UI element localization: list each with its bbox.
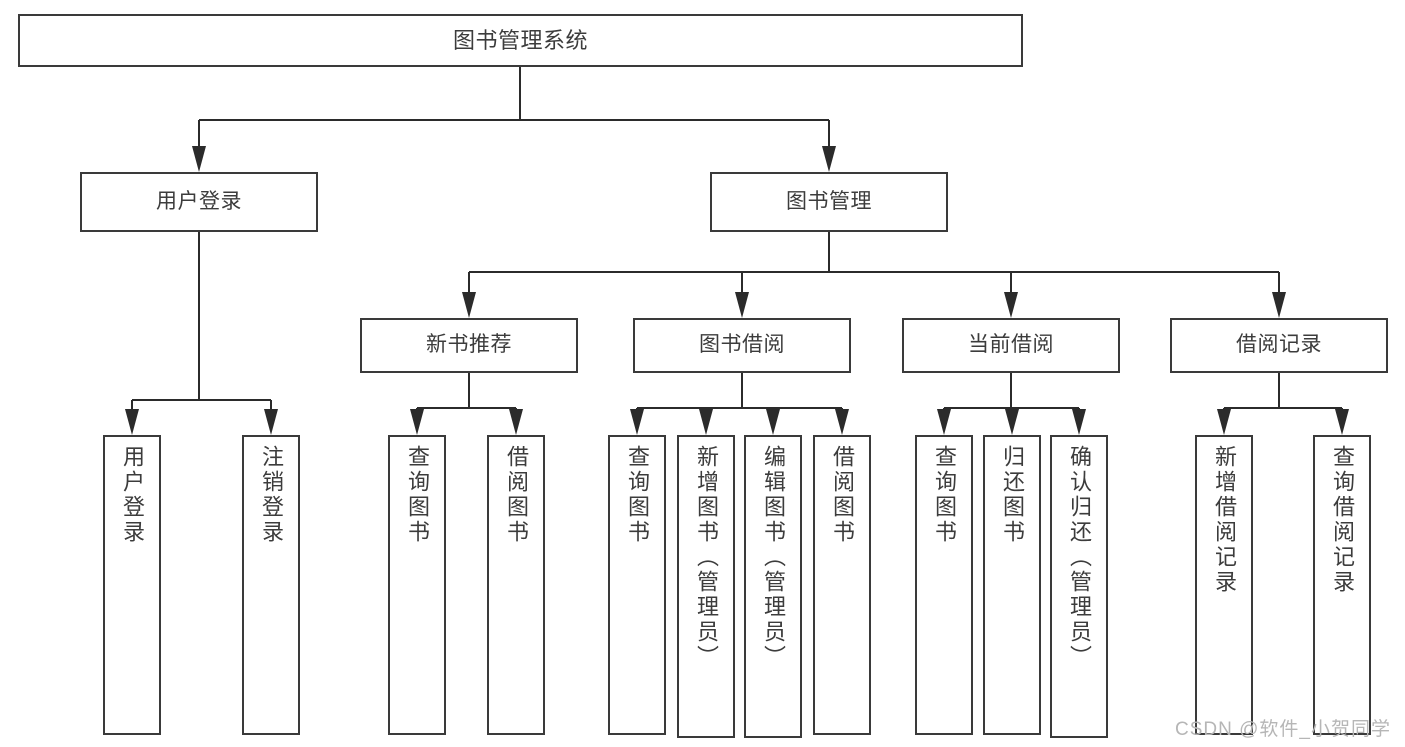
leaf-edit-book-label: 编辑图书（管理员）	[761, 445, 786, 670]
leaf-add-book-label: 新增图书（管理员）	[694, 445, 719, 670]
leaf-user-login-label: 用户登录	[120, 445, 145, 545]
node-book-borrow-label: 图书借阅	[699, 333, 785, 357]
leaf-logout-label: 注销登录	[259, 445, 284, 545]
leaf-query-book-borrow[interactable]: 查询图书	[608, 435, 666, 735]
node-current-borrow[interactable]: 当前借阅	[902, 318, 1120, 373]
leaf-edit-book[interactable]: 编辑图书（管理员）	[744, 435, 802, 738]
node-new-book-recommend[interactable]: 新书推荐	[360, 318, 578, 373]
leaf-logout[interactable]: 注销登录	[242, 435, 300, 735]
node-root[interactable]: 图书管理系统	[18, 14, 1023, 67]
leaf-confirm-return-label: 确认归还（管理员）	[1067, 445, 1092, 670]
leaf-confirm-return[interactable]: 确认归还（管理员）	[1050, 435, 1108, 738]
leaf-query-record-label: 查询借阅记录	[1330, 445, 1355, 595]
node-borrow-record-label: 借阅记录	[1236, 333, 1322, 357]
leaf-return-book-label: 归还图书	[1000, 445, 1025, 545]
leaf-query-record[interactable]: 查询借阅记录	[1313, 435, 1371, 735]
leaf-user-login[interactable]: 用户登录	[103, 435, 161, 735]
leaf-add-record-label: 新增借阅记录	[1212, 445, 1237, 595]
leaf-query-book-borrow-label: 查询图书	[625, 445, 650, 545]
leaf-borrow-book[interactable]: 借阅图书	[813, 435, 871, 735]
leaf-query-book-rec-label: 查询图书	[405, 445, 430, 545]
leaf-query-book-cur-label: 查询图书	[932, 445, 957, 545]
node-borrow-record[interactable]: 借阅记录	[1170, 318, 1388, 373]
leaf-query-book-rec[interactable]: 查询图书	[388, 435, 446, 735]
leaf-borrow-book-label: 借阅图书	[830, 445, 855, 545]
node-user-login[interactable]: 用户登录	[80, 172, 318, 232]
watermark: CSDN @软件_小贺同学	[1175, 719, 1391, 740]
node-book-borrow[interactable]: 图书借阅	[633, 318, 851, 373]
node-book-manage-label: 图书管理	[786, 189, 872, 213]
node-current-borrow-label: 当前借阅	[968, 333, 1054, 357]
leaf-borrow-book-rec-label: 借阅图书	[504, 445, 529, 545]
node-root-label: 图书管理系统	[452, 27, 588, 53]
leaf-query-book-cur[interactable]: 查询图书	[915, 435, 973, 735]
leaf-borrow-book-rec[interactable]: 借阅图书	[487, 435, 545, 735]
leaf-add-book[interactable]: 新增图书（管理员）	[677, 435, 735, 738]
node-new-book-recommend-label: 新书推荐	[426, 333, 512, 357]
node-user-login-label: 用户登录	[156, 189, 242, 213]
leaf-return-book[interactable]: 归还图书	[983, 435, 1041, 735]
leaf-add-record[interactable]: 新增借阅记录	[1195, 435, 1253, 735]
node-book-manage[interactable]: 图书管理	[710, 172, 948, 232]
